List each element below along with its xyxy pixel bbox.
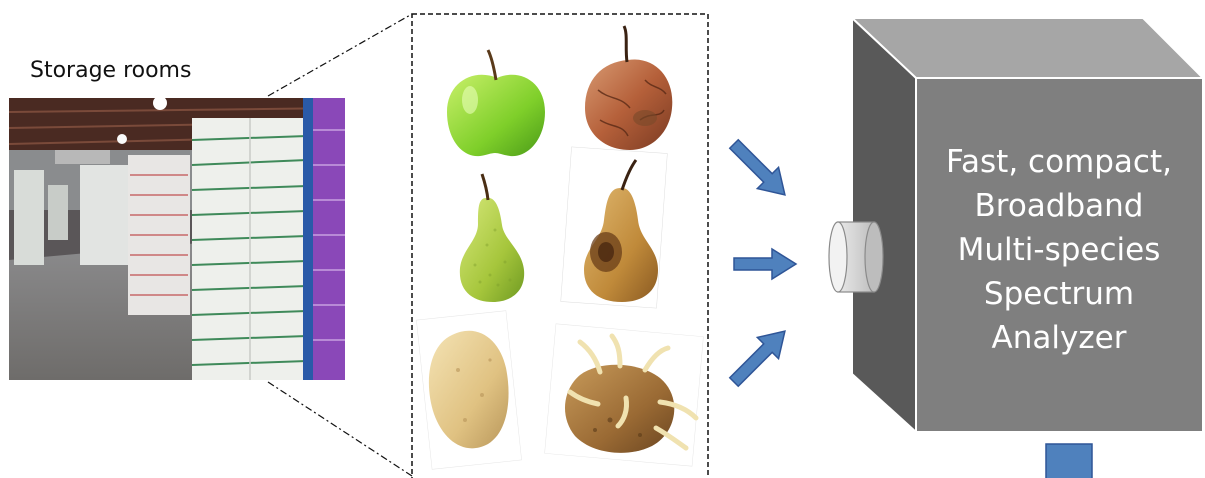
storage-room-photo <box>9 96 345 380</box>
fresh-pear-image <box>460 174 524 302</box>
analyzer-line-4: Spectrum <box>918 272 1200 316</box>
arrow-diagonal-down <box>723 133 795 205</box>
fresh-potato-image <box>416 311 521 470</box>
storage-rooms-label: Storage rooms <box>30 58 270 83</box>
arrow-diagonal-up <box>723 320 795 392</box>
analyzer-line-2: Broadband <box>918 184 1200 228</box>
analyzer-line-5: Analyzer <box>918 316 1200 360</box>
analyzer-line-1: Fast, compact, <box>918 140 1200 184</box>
zoom-line-top <box>268 14 412 96</box>
analyzer-line-3: Multi-species <box>918 228 1200 272</box>
rotten-apple-image <box>585 26 672 150</box>
rotten-pear-image <box>561 147 668 308</box>
analyzer-description: Fast, compact, Broadband Multi-species S… <box>918 140 1200 360</box>
arrow-horizontal <box>734 249 796 279</box>
sprouting-potato-image <box>545 324 704 466</box>
zoom-line-bottom <box>268 382 412 476</box>
analyzer-inlet-lens <box>829 222 883 292</box>
fresh-green-apple-image <box>447 50 545 156</box>
analyzer-output-square <box>1046 444 1092 478</box>
